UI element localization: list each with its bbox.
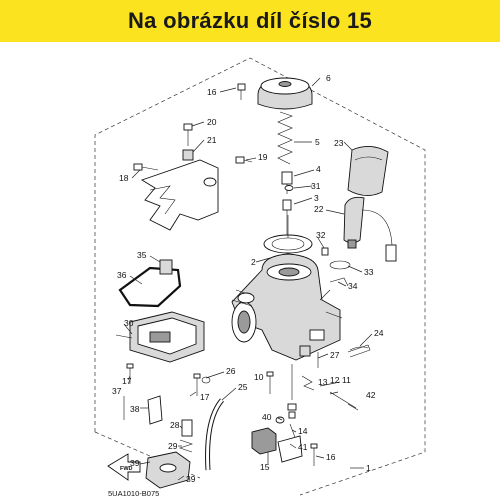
part-19-bolt — [235, 156, 253, 164]
part-16-screw-bottom — [310, 443, 318, 466]
callout-37: 37 — [112, 386, 122, 396]
frame-outline — [94, 57, 426, 496]
callout-42: 42 — [366, 390, 376, 400]
callout-16: 16 — [207, 87, 217, 97]
part-40-washer — [275, 416, 285, 424]
callout-17-left: 17 — [122, 376, 132, 386]
callout-39-left: 39 — [130, 458, 140, 468]
part-42-screw — [329, 391, 357, 409]
part-8-jet — [287, 403, 297, 411]
callout-34: 34 — [348, 281, 358, 291]
part-17-screw-b — [193, 373, 201, 396]
part-21-nut — [182, 149, 194, 161]
title-banner: Na obrázku díl číslo 15 — [0, 0, 500, 42]
callout-10: 10 — [254, 372, 264, 382]
callout-21: 21 — [207, 135, 217, 145]
callout-38: 38 — [130, 404, 140, 414]
callout-2: 2 — [251, 257, 256, 267]
callout-20: 20 — [207, 117, 217, 127]
part-31-clip — [284, 185, 294, 191]
part-34-hose-fitting — [329, 277, 349, 287]
callout-22: 22 — [314, 204, 324, 214]
callout-3: 3 — [314, 193, 319, 203]
callout-5: 5 — [315, 137, 320, 147]
fwd-arrow-icon: FWD — [107, 453, 141, 481]
callout-33: 33 — [364, 267, 374, 277]
part-25-hose — [205, 398, 224, 471]
callout-29: 29 — [168, 441, 178, 451]
part-29-spring — [179, 439, 193, 453]
callout-27: 27 — [330, 350, 340, 360]
callout-31: 31 — [311, 181, 321, 191]
part-6-cap — [257, 77, 313, 110]
callout-40: 40 — [262, 412, 272, 422]
callout-18: 18 — [119, 173, 129, 183]
svg-text:FWD: FWD — [120, 466, 133, 472]
callout-26: 26 — [226, 366, 236, 376]
part-5-spring — [277, 111, 293, 165]
callout-13: 13 — [318, 377, 328, 387]
part-39-cover — [145, 451, 191, 489]
callout-1: 1 — [366, 463, 371, 473]
part-24-hose — [347, 344, 371, 358]
part-26-clip — [201, 376, 211, 384]
callout-25: 25 — [238, 382, 248, 392]
part-30-float-bowl — [115, 311, 205, 363]
callout-14: 14 — [298, 426, 308, 436]
part-2-diaphragm — [263, 215, 313, 254]
callout-16-bottom: 16 — [326, 452, 336, 462]
part-13-spring — [301, 375, 315, 391]
part-33-oring — [329, 260, 351, 270]
callout-11: 11 — [342, 375, 351, 385]
part-35-plug — [159, 259, 173, 275]
callout-39-right: 39 — [186, 474, 196, 484]
banner-title: Na obrázku díl číslo 15 — [127, 8, 373, 33]
callout-4: 4 — [316, 164, 321, 174]
callout-30: 30 — [124, 318, 134, 328]
part-3-needle — [282, 199, 292, 236]
callout-12: 12 — [330, 375, 340, 385]
part-28-valve — [181, 419, 193, 437]
part-20-bolt — [183, 123, 193, 146]
callout-17-right: 17 — [200, 392, 210, 402]
part-23-cover — [347, 146, 389, 196]
callout-32: 32 — [316, 230, 326, 240]
part-16-screw-top — [237, 83, 246, 100]
callout-28: 28 — [170, 420, 180, 430]
part-36-gasket — [118, 266, 182, 308]
part-38-float-arm — [147, 395, 163, 425]
callout-23: 23 — [334, 138, 344, 148]
callout-24: 24 — [374, 328, 384, 338]
part-10-screw — [266, 371, 274, 394]
callout-labels: 6 16 5 23 20 21 19 18 4 31 3 22 32 2 33 … — [112, 73, 384, 484]
part-22-starter — [343, 196, 397, 262]
callout-36: 36 — [117, 270, 127, 280]
part-1-carburetor-body — [231, 253, 343, 361]
callout-15: 15 — [260, 462, 270, 472]
callout-35: 35 — [137, 250, 147, 260]
part-18-screw — [133, 163, 159, 171]
callout-41: 41 — [298, 442, 308, 452]
diagram-code: 5UA1010-B075 — [108, 489, 159, 498]
part-18-bracket — [140, 159, 219, 231]
callout-6: 6 — [326, 73, 331, 83]
part-9-jet — [288, 411, 296, 419]
callout-19: 19 — [258, 152, 268, 162]
part-15-heater — [251, 427, 303, 463]
leader-lines — [123, 77, 373, 481]
part-32-plug — [321, 247, 329, 256]
